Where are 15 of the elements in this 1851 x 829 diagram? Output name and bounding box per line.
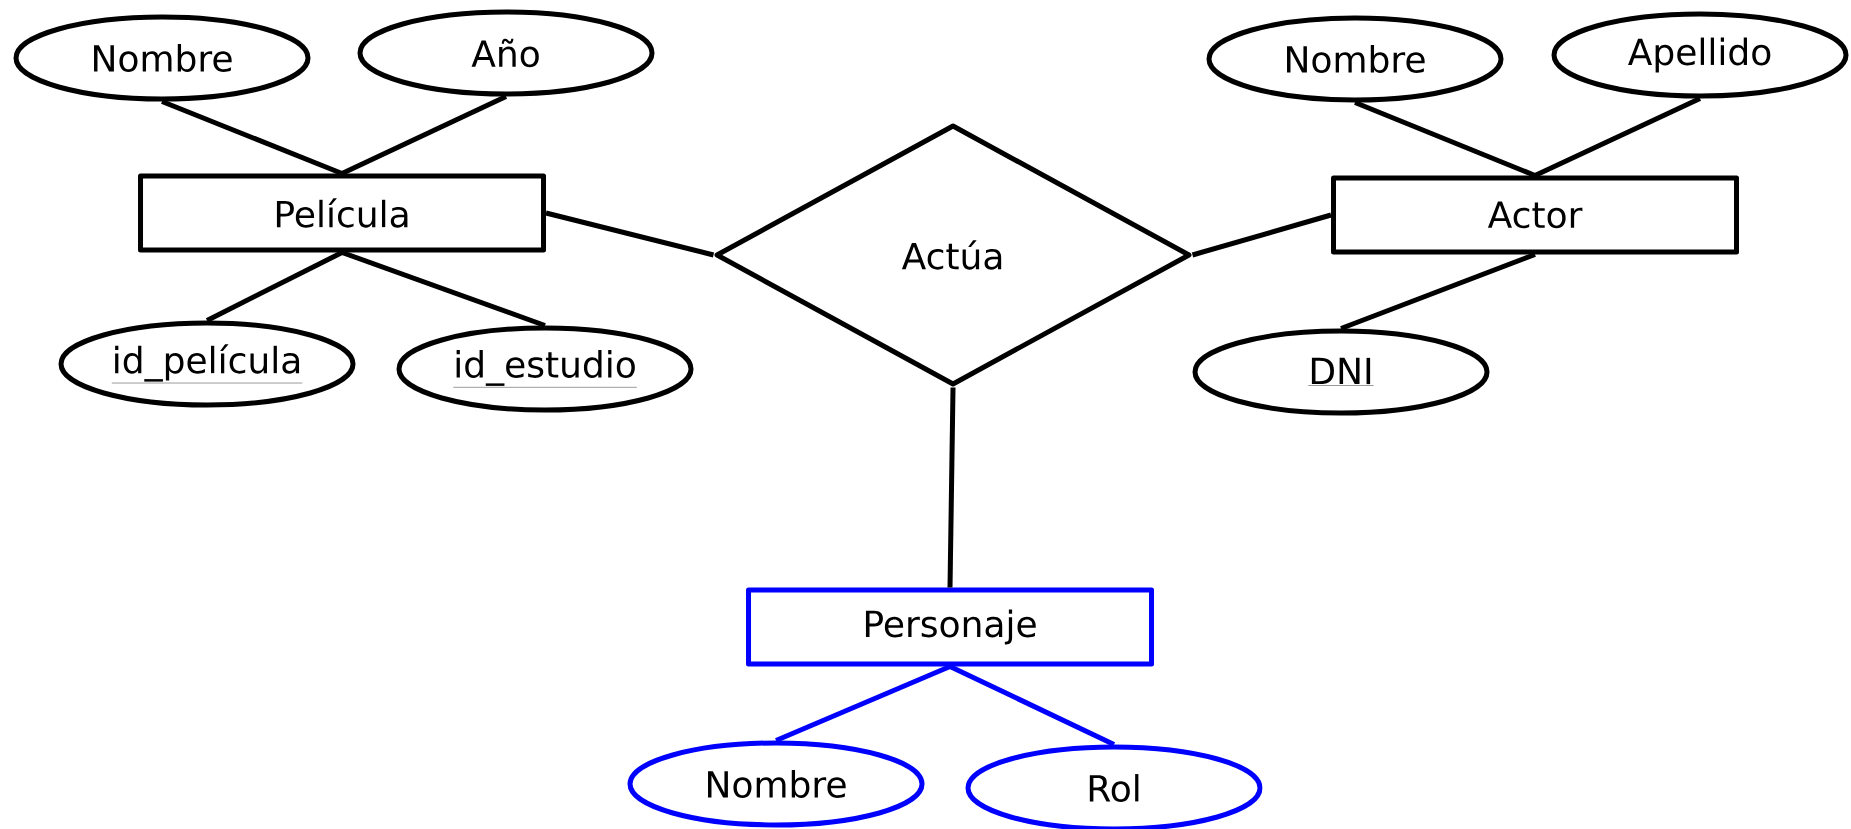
- entity-box: Personaje: [746, 587, 1154, 667]
- connector-line: [1354, 100, 1536, 178]
- connector-line: [161, 99, 343, 176]
- connector-line: [205, 250, 344, 323]
- connector-line: [1533, 96, 1702, 178]
- entity-box: Película: [138, 173, 546, 253]
- connector-line: [545, 210, 715, 258]
- connector-line: [1191, 212, 1332, 258]
- connector-line: [340, 94, 508, 176]
- connector-line: [948, 664, 1116, 747]
- connector-line: [775, 664, 951, 743]
- connector-line: [1340, 252, 1536, 331]
- connector-line: [341, 250, 546, 328]
- entity-box: Actor: [1331, 175, 1739, 255]
- connector-line: [947, 387, 956, 588]
